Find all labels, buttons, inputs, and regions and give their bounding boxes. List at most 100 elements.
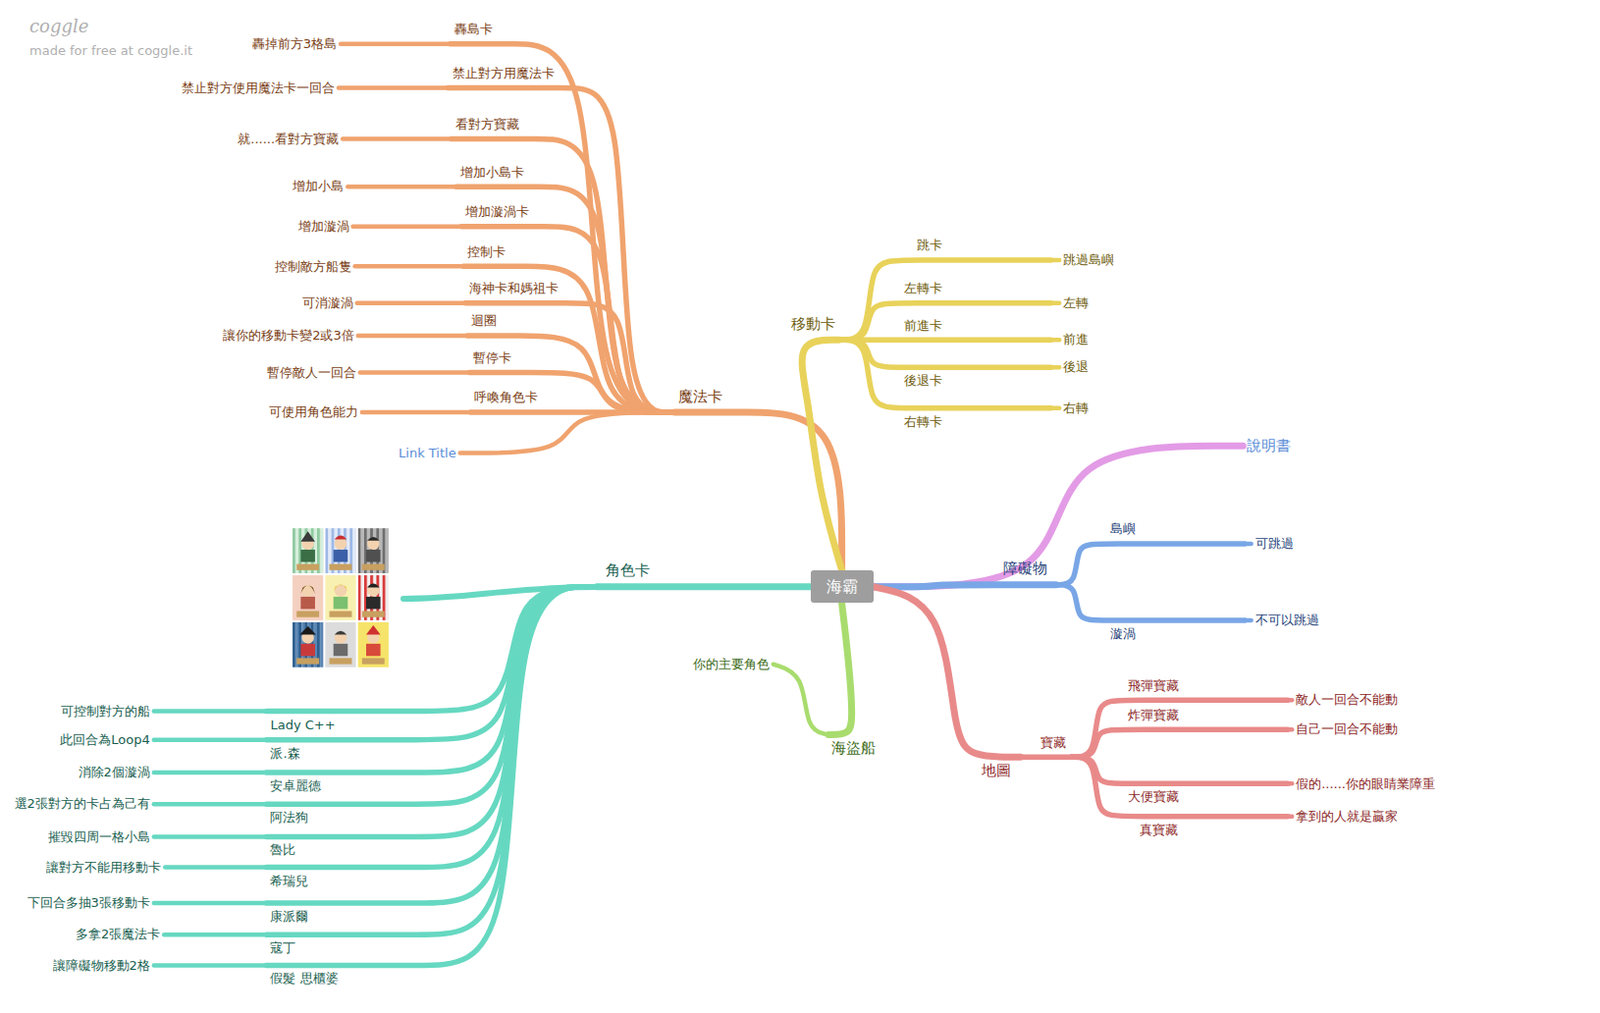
card-art xyxy=(329,610,353,617)
topic-text: 跳卡 xyxy=(916,237,943,254)
branch-line xyxy=(873,445,1244,587)
leaf-topic: 讓你的移動卡變2或3倍 xyxy=(218,325,359,346)
topic-text: 讓對方不能用移動卡 xyxy=(46,859,161,876)
topic-text: 你的主要角色 xyxy=(693,656,770,673)
branch-line xyxy=(154,708,267,714)
topic-text: 迴圈 xyxy=(471,313,497,329)
branch-topic: 炸彈寶藏 xyxy=(1123,705,1183,731)
branch-line xyxy=(358,333,469,339)
branch-topic: 海盜船 xyxy=(827,734,880,759)
card-art xyxy=(334,534,347,539)
topic-text: Link Title xyxy=(398,445,457,462)
branch-line xyxy=(1051,337,1060,343)
topic-text: 右轉 xyxy=(1063,400,1089,417)
topic-text: 真寶藏 xyxy=(1139,822,1178,839)
topic-text: 炸彈寶藏 xyxy=(1127,707,1179,724)
card-art xyxy=(366,625,381,635)
card-art xyxy=(296,610,320,617)
leaf-topic: 前進 xyxy=(1059,329,1093,350)
card-art xyxy=(324,528,356,574)
branch-line xyxy=(801,339,842,571)
card-art xyxy=(366,643,381,656)
topic-text: 移動卡 xyxy=(791,316,836,333)
topic-text: 後退 xyxy=(1063,359,1089,375)
branch-topic: 魔法卡 xyxy=(674,386,727,413)
branch-line xyxy=(357,300,467,306)
branch-topic: 海神卡和媽祖卡 xyxy=(465,278,563,304)
branch-topic: 障礙物 xyxy=(999,558,1052,585)
card-art xyxy=(300,585,316,593)
card-art xyxy=(292,575,323,621)
topic-text: 讓你的移動卡變2或3倍 xyxy=(222,327,355,344)
branch-line xyxy=(266,586,597,804)
branch-line xyxy=(839,260,1052,340)
leaf-topic: 下回合多抽3張移動卡 xyxy=(23,893,155,913)
card-art xyxy=(334,631,347,643)
branch-line xyxy=(154,801,267,807)
topic-text: 增加漩渦卡 xyxy=(465,204,530,220)
topic-text: 假髮 思櫃婆 xyxy=(269,970,338,987)
leaf-topic: 增加漩渦 xyxy=(294,216,354,237)
branch-line xyxy=(1051,300,1060,306)
branch-line xyxy=(1071,756,1288,816)
leaf-topic: 禁止對方使用魔法卡一回合 xyxy=(177,78,339,99)
branch-line xyxy=(873,585,1057,587)
card-art xyxy=(292,528,389,668)
branch-line xyxy=(154,834,267,840)
card-art xyxy=(358,622,389,668)
card-art xyxy=(366,549,381,562)
topic-text: 消除2個漩渦 xyxy=(78,764,151,781)
branch-topic: 康派爾 xyxy=(266,903,313,927)
leaf-topic: 控制敵方船隻 xyxy=(270,257,356,277)
leaf-topic: 摧毀四周一格小島 xyxy=(44,827,155,848)
topic-text: 可跳過 xyxy=(1255,535,1294,552)
branch-line xyxy=(1056,585,1245,621)
branch-topic: 看對方寶藏 xyxy=(451,114,524,140)
leaf-topic: 假的......你的眼睛業障重 xyxy=(1291,774,1440,795)
leaf-topic: 右轉 xyxy=(1059,398,1093,419)
topic-text: 康派爾 xyxy=(269,908,309,925)
branch-line xyxy=(450,44,676,413)
topic-text: 轟島卡 xyxy=(454,21,493,38)
topic-text: 魯比 xyxy=(269,842,296,858)
branch-line xyxy=(342,136,452,142)
leaf-topic: 消除2個漩渦 xyxy=(74,762,155,783)
topic-text: 摧毀四周一格小島 xyxy=(48,829,151,846)
card-art xyxy=(334,631,347,636)
central-topic: 海霸 xyxy=(810,570,874,603)
topic-text: 飛彈寶藏 xyxy=(1127,678,1179,694)
branch-line xyxy=(839,339,1052,368)
topic-text: 就......看對方寶藏 xyxy=(237,131,339,148)
topic-text: 後退卡 xyxy=(904,373,943,389)
card-art xyxy=(324,528,356,574)
card-art xyxy=(367,583,379,587)
topic-text: 選2張對方的卡占為己有 xyxy=(14,796,151,812)
branch-line xyxy=(163,932,267,938)
branch-topic: 大便寶藏 xyxy=(1123,783,1183,807)
topic-text: 此回合為Loop4 xyxy=(59,732,150,748)
branch-line xyxy=(596,583,810,590)
leaf-topic: 多拿2張魔法卡 xyxy=(71,924,164,945)
watermark: made for free at coggle.it xyxy=(29,43,193,58)
branch-topic: 阿法狗 xyxy=(266,803,313,828)
topic-text: 前進 xyxy=(1063,331,1089,348)
branch-line xyxy=(1071,729,1288,757)
topic-text: 拿到的人就是贏家 xyxy=(1295,808,1398,825)
topic-text: 可消漩渦 xyxy=(302,295,354,312)
branch-topic: 前進卡 xyxy=(900,316,947,341)
card-art xyxy=(329,564,353,571)
branch-line xyxy=(1051,406,1060,412)
branch-line xyxy=(773,664,829,736)
card-art xyxy=(296,564,320,571)
topic-text: 魔法卡 xyxy=(678,388,723,406)
branch-topic: 島嶼 xyxy=(1106,519,1140,544)
card-art xyxy=(362,657,385,664)
branch-line xyxy=(154,770,267,776)
branch-line xyxy=(266,586,597,966)
branch-line xyxy=(266,586,597,935)
topic-text: 漩渦 xyxy=(1110,626,1136,642)
topic-text: 角色卡 xyxy=(605,562,650,580)
topic-text: 地圖 xyxy=(981,762,1012,780)
